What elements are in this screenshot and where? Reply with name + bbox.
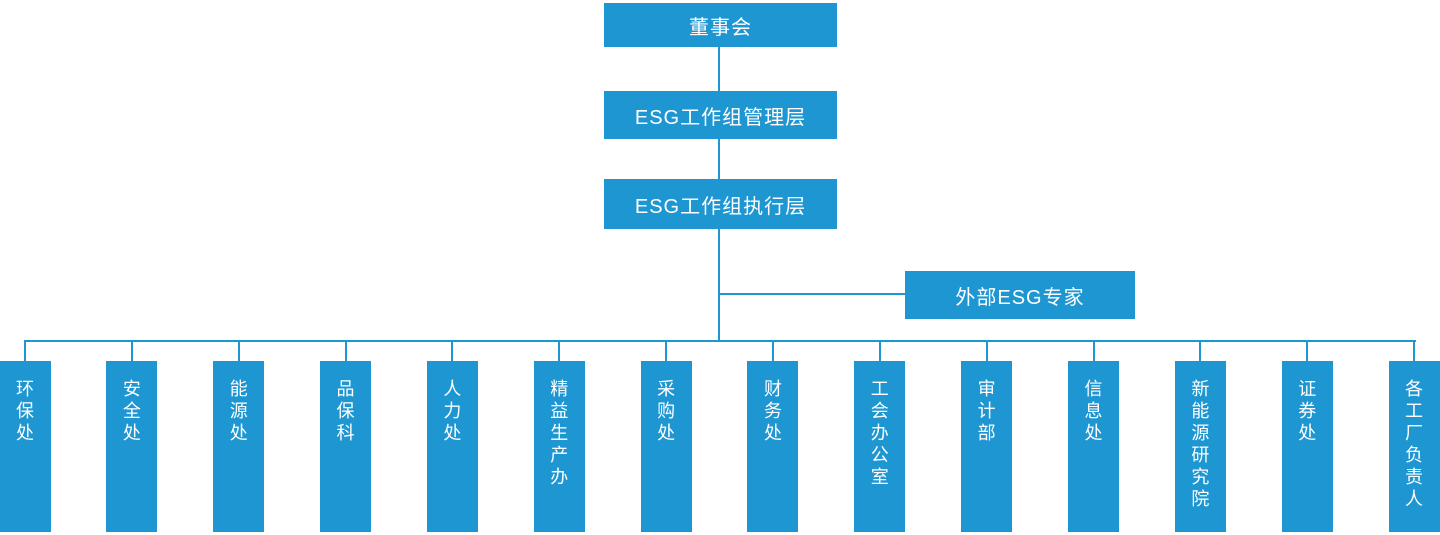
org-node-department: 安全处 <box>106 340 158 532</box>
connector-external-expert <box>719 293 906 295</box>
org-node-execution: ESG工作组执行层 <box>604 179 837 229</box>
department-label: 精益生产办 <box>550 379 569 487</box>
org-node-department: 财务处 <box>747 340 799 532</box>
connector-departments-bus <box>24 340 1416 342</box>
org-node-department: 环保处 <box>0 340 51 532</box>
department-label: 证券处 <box>1298 379 1317 443</box>
connector-management-execution <box>718 139 720 179</box>
org-node-department: 证券处 <box>1281 340 1333 532</box>
department-label: 采购处 <box>657 379 676 443</box>
org-node-department: 精益生产办 <box>533 340 585 532</box>
department-label: 工会办公室 <box>870 379 889 487</box>
department-label: 环保处 <box>16 379 34 443</box>
org-node-department: 能源处 <box>213 340 265 532</box>
org-node-board: 董事会 <box>604 3 837 47</box>
department-label: 能源处 <box>229 379 248 443</box>
org-node-department: 人力处 <box>426 340 478 532</box>
org-node-management: ESG工作组管理层 <box>604 91 837 139</box>
org-node-department: 信息处 <box>1068 340 1119 532</box>
org-node-department: 审计部 <box>961 340 1013 532</box>
org-node-department: 采购处 <box>640 340 692 532</box>
org-node-department: 工会办公室 <box>854 340 906 532</box>
department-label: 财务处 <box>763 379 782 443</box>
department-label: 各工厂负责人 <box>1405 379 1424 509</box>
department-label: 信息处 <box>1084 379 1103 443</box>
department-label: 安全处 <box>122 379 141 443</box>
department-label: 审计部 <box>977 379 996 443</box>
connector-execution-bus <box>718 229 720 342</box>
department-label: 新能源研究院 <box>1191 379 1210 509</box>
org-node-department: 新能源研究院 <box>1174 340 1226 532</box>
org-node-department: 各工厂负责人 <box>1388 340 1440 532</box>
connector-board-management <box>718 47 720 91</box>
org-node-department: 品保科 <box>320 340 372 532</box>
department-label: 品保科 <box>336 379 355 443</box>
department-label: 人力处 <box>443 379 462 443</box>
org-node-external-expert: 外部ESG专家 <box>905 271 1135 319</box>
